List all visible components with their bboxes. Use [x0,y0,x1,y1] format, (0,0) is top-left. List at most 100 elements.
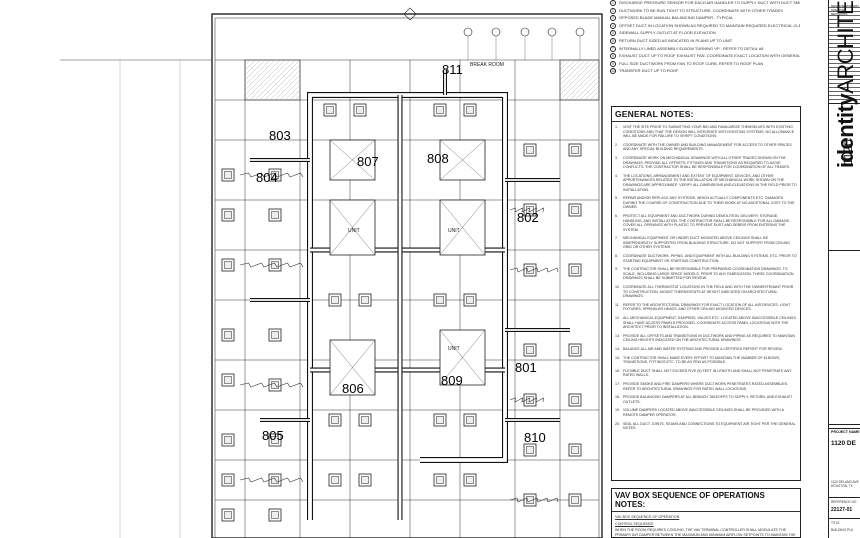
architect-logo: identityARCHITECTS [833,0,859,168]
diffuser-core [331,416,339,424]
unit-diagonal [329,199,376,256]
revision-row [829,44,860,48]
vav-sequence-panel: VAV BOX SEQUENCE OF OPERATIONS NOTES: VA… [611,488,801,538]
revision-row [829,76,860,80]
flex-duct [239,262,304,268]
keynote-text: EXHAUST DUCT UP TO ROOF EXHAUST FAN. COO… [619,53,800,59]
hatch-line [584,85,600,101]
general-note-text: THE LOCATIONS, ARRANGEMENT AND EXTENT OF… [623,173,797,192]
general-note-number: 3. [615,155,618,160]
room-tag-6: 806 [342,381,364,396]
general-note-number: 14. [615,346,620,351]
general-note-number: 20. [615,421,620,426]
general-note-text: COORDINATE WORK ON MECHANICAL DRAWINGS W… [623,155,791,170]
diffuser-core [271,381,279,389]
diffuser-core [436,476,444,484]
room-tag-8: 801 [515,360,537,375]
revision-row [829,24,860,28]
hatch-line [559,59,581,81]
revision-row [829,80,860,84]
hatch-line [244,59,251,66]
unit-label: UNIT [448,346,460,352]
hatch-line [249,59,291,101]
diffuser-core [271,476,279,484]
hatched-room [244,59,301,101]
grid-bubble [520,27,530,37]
diffuser-core [361,416,369,424]
general-note-item: 3. COORDINATE WORK ON MECHANICAL DRAWINGS… [615,156,797,170]
unit-diagonal [439,139,486,181]
diffuser-core [466,106,474,114]
flex-duct [509,207,544,213]
general-note-number: 16. [615,368,620,373]
general-note-number: 2. [615,142,618,147]
general-note-text: PROVIDE ALL OFFSETS AND TRANSITIONS IN D… [623,333,795,343]
diffuser-core [361,296,369,304]
general-note-number: 17. [615,381,620,386]
hatch-line [244,59,281,96]
hatch-line [269,69,301,101]
hatch-line [579,80,600,101]
logo-bold-text: identity [833,93,858,168]
diffuser-core [571,446,579,454]
revision-row [829,40,860,44]
hatch-line [284,84,301,101]
hatch-line [559,59,576,76]
hatch-line [254,59,296,101]
general-note-number: 13. [615,333,620,338]
logo-frame [829,250,860,425]
vav-subtitle: VAV BOX SEQUENCE OF OPERATION [615,515,680,519]
grid-bubble [491,27,501,37]
diffuser-core [224,171,232,179]
north-marker [403,7,417,21]
diffuser-core [271,331,279,339]
keynote-number: 7 [610,45,616,52]
diffuser-core [271,171,279,179]
duct-inner [308,93,507,462]
diffuser-core [526,396,534,404]
keynote-number: 2 [610,7,616,14]
room-tag-4: 804 [256,170,278,185]
revision-row [829,20,860,24]
diffuser-core [466,476,474,484]
title-block-divider [829,518,860,519]
room-tag-7: 809 [441,373,463,388]
general-note-item: 2.COORDINATE WITH THE OWNER AND BUILDING… [615,143,797,152]
room-tag-10: 810 [524,430,546,445]
diffuser-core [571,266,579,274]
general-note-item: 10.COORDINATE ALL THERMOSTAT LOCATIONS I… [615,285,797,299]
general-note-text: PROTECT ALL EQUIPMENT AND DUCTWORK DURIN… [623,213,791,232]
diffuser-core [271,211,279,219]
general-note-item: 18.PROVIDE BALANCING DAMPERS AT ALL BRAN… [615,395,797,404]
general-note-number: 10. [615,285,620,290]
general-note-number: 11. [615,302,620,307]
diffuser-core [271,511,279,519]
flex-duct [509,397,544,403]
keynote-text: DUCTWORK TO BE RUN TIGHT TO STRUCTURE. C… [619,7,783,13]
vav-sequence-body: VAV BOX SEQUENCE OF OPERATION CONTROL SE… [612,512,800,537]
general-note-item: 19.VOLUME DAMPERS LOCATED ABOVE INACCESS… [615,408,797,417]
hatch-line [294,94,301,101]
general-note-number: 18. [615,395,620,400]
room-tag-3: 808 [427,151,449,166]
general-note-item: 15.THE CONTRACTOR SHALL MAKE EVERY EFFOR… [615,356,797,365]
diffuser-core [571,346,579,354]
keynote-text: SIDEWALL SUPPLY OUTLET AT FLOOR ELEVATIO… [619,30,716,36]
revision-row [829,68,860,72]
diffuser-core [526,146,534,154]
revision-row [829,92,860,96]
flex-duct [509,497,559,503]
hatch-line [289,89,301,101]
revision-row [829,28,860,32]
general-note-item: 16.FLEXIBLE DUCT SHALL NOT EXCEED FIVE (… [615,369,797,378]
diffuser-core [224,211,232,219]
diffuser-core [526,496,534,504]
diffuser-core [331,476,339,484]
hatch-line [559,59,591,91]
general-notes-list: 1.VISIT THE SITE PRIOR TO SUBMITTING YOU… [612,122,800,438]
revision-row [829,88,860,92]
diffuser-core [436,416,444,424]
